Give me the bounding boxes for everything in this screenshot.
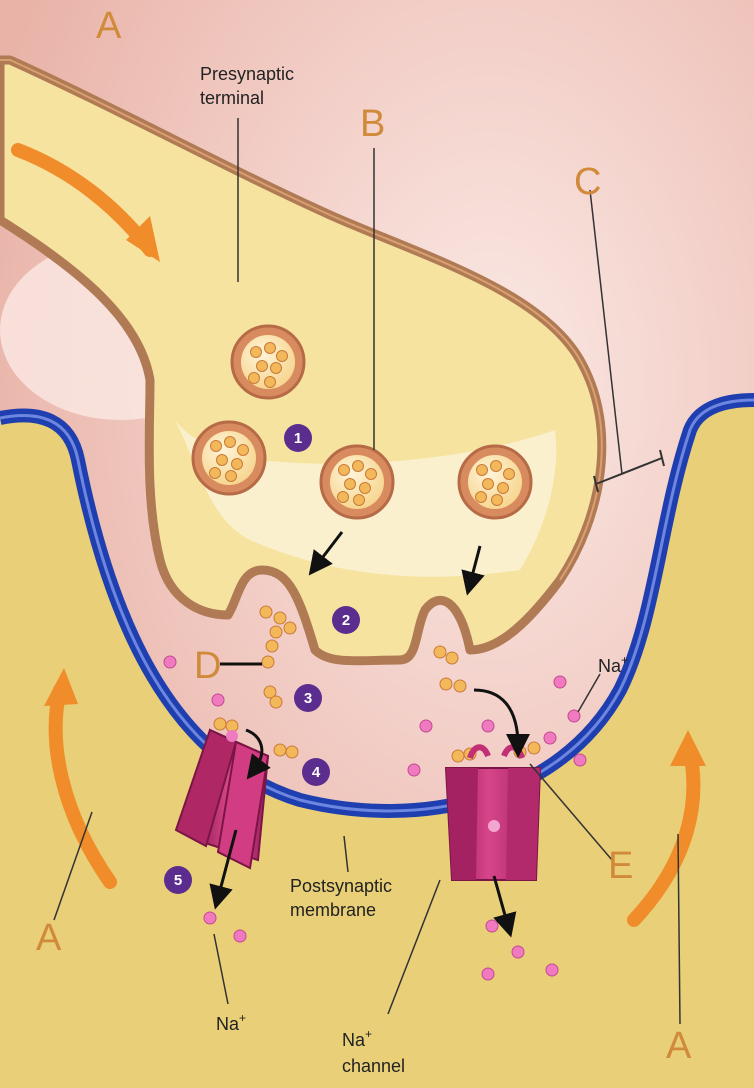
na-ion-leader <box>577 673 601 713</box>
binding-arrow <box>245 728 271 780</box>
membrane-highlight <box>0 398 754 813</box>
presynaptic-label-line1: Presynaptic <box>200 64 294 84</box>
vesicle <box>457 444 533 520</box>
letter-a-right: A <box>666 1025 692 1067</box>
signal-direction-arrow <box>48 683 117 889</box>
na-channel-label-line2: channel <box>342 1056 405 1076</box>
signal-direction-arrowhead <box>44 668 78 706</box>
letter-e: E <box>608 845 633 887</box>
letter-d: D <box>194 645 221 687</box>
presynaptic-label-line2: terminal <box>200 88 264 108</box>
ligand-gated-channel-right <box>444 744 542 881</box>
signal-direction-arrowhead <box>126 216 160 262</box>
postsynaptic-cell <box>0 400 754 1088</box>
cleft-bracket-end <box>593 475 599 493</box>
letter-a-left: A <box>36 917 62 959</box>
arrow-a-leader <box>53 811 93 921</box>
na-ion-leader <box>213 933 229 1005</box>
binding-arrow <box>473 688 530 758</box>
step-badge-4: 4 <box>302 758 330 786</box>
receptor-leader <box>529 763 613 861</box>
signal-direction-arrow <box>627 745 701 927</box>
postsynaptic-label-line2: membrane <box>290 900 376 920</box>
step-4-text: 4 <box>312 764 321 781</box>
vesicle <box>230 324 306 400</box>
vesicle-fusion-arrow <box>308 531 344 576</box>
step-badge-3: 3 <box>294 684 322 712</box>
vesicle-fusion-arrow <box>461 545 485 596</box>
cleft-width-bracket <box>595 457 663 485</box>
step-5-text: 5 <box>174 872 182 889</box>
na-channel-label-line1: Na+ <box>342 1027 372 1050</box>
signal-direction-arrowhead <box>670 730 706 766</box>
sodium-ions <box>163 655 587 981</box>
ion-flow-arrow <box>492 875 517 938</box>
na-ion-label-left: Na+ <box>216 1011 246 1034</box>
cleft-bracket-end <box>659 449 665 467</box>
step-1-text: 1 <box>294 430 302 447</box>
na-ion-label-top: Na+ <box>598 653 628 676</box>
channel-leader <box>387 879 441 1015</box>
ion-flow-arrow <box>209 829 238 910</box>
step-badge-2: 2 <box>332 606 360 634</box>
step-badge-5: 5 <box>164 866 192 894</box>
letter-a-top: A <box>96 5 122 47</box>
postsynaptic-label-line1: Postsynaptic <box>290 876 392 896</box>
step-3-text: 3 <box>304 690 312 707</box>
vesicle <box>319 444 395 520</box>
postsynaptic-leader <box>343 835 349 873</box>
letter-c: C <box>574 161 601 203</box>
step-badge-1: 1 <box>284 424 312 452</box>
arrow-a-leader <box>677 833 681 1025</box>
terminal-inner-outline <box>0 59 603 581</box>
vesicle <box>191 420 267 496</box>
step-2-text: 2 <box>342 612 350 629</box>
letter-b: B <box>360 103 385 145</box>
cleft-label-leader <box>589 189 623 475</box>
